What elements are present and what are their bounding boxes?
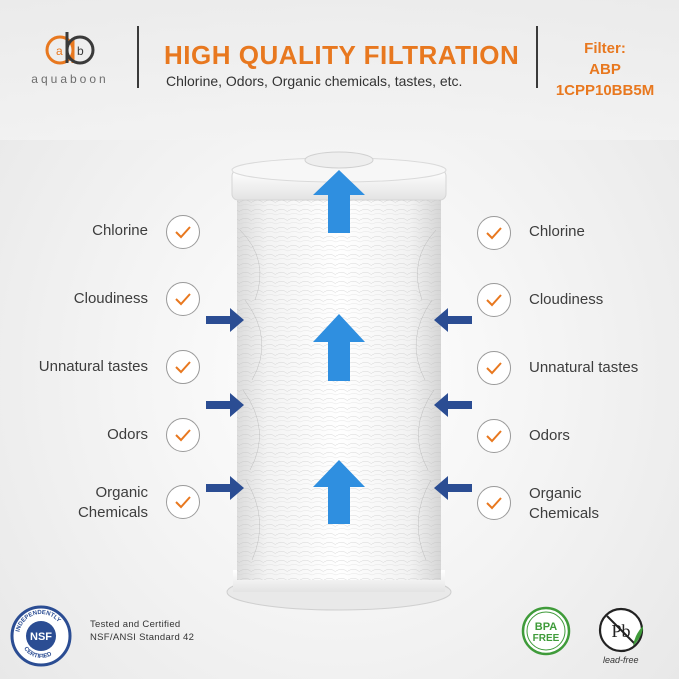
bpa-free-text: FREE (533, 633, 560, 644)
check-icon (477, 283, 511, 317)
filter-code-line2: 1CPP10BB5M (555, 82, 655, 99)
page-subtitle: Chlorine, Odors, Organic chemicals, tast… (166, 73, 463, 89)
contaminant-label-right: Organic Chemicals (529, 485, 600, 522)
contaminant-label-left: Organic Chemicals (77, 484, 148, 521)
check-icon (477, 216, 511, 250)
brand-logo: a b aquaboon (20, 30, 120, 86)
check-icon (477, 419, 511, 453)
contaminant-label-right: Chlorine (529, 223, 585, 240)
check-icon (166, 215, 200, 249)
lead-free-caption: lead-free (603, 655, 639, 665)
check-icon (477, 351, 511, 385)
contaminant-label-right: Cloudiness (529, 291, 604, 308)
contaminant-label-right: Unnatural tastes (529, 359, 639, 376)
contaminant-label-left: Chlorine (92, 222, 148, 239)
contaminant-label-right: Odors (529, 427, 570, 444)
brand-name: aquaboon (31, 72, 109, 86)
pb-symbol: Pb (611, 621, 630, 641)
contaminant-label-left: Unnatural tastes (38, 358, 148, 375)
check-icon (166, 350, 200, 384)
check-icon (166, 418, 200, 452)
certification-text: Tested and Certified NSF/ANSI Standard 4… (90, 618, 194, 644)
logo-letter-a: a (56, 44, 63, 58)
check-icon (166, 485, 200, 519)
certification-line2: NSF/ANSI Standard 42 (90, 632, 195, 643)
filter-code-line1: ABP (589, 61, 621, 78)
bpa-free-icon: BPA FREE (521, 606, 571, 656)
check-icon (166, 282, 200, 316)
filter-model: Filter: ABP 1CPP10BB5M (545, 38, 665, 101)
header-divider-left (137, 26, 139, 88)
contaminant-label-left: Odors (107, 426, 148, 443)
bpa-text: BPA (535, 621, 557, 633)
contaminant-label-left: Cloudiness (73, 290, 148, 307)
nsf-seal-center-text: NSF (30, 631, 52, 643)
background-cabinets (0, 0, 679, 140)
logo-mark: a b (40, 30, 100, 66)
lead-free-icon: Pb (598, 607, 644, 653)
certification-line1: Tested and Certified (90, 619, 181, 630)
header-divider-right (536, 26, 538, 88)
check-icon (477, 486, 511, 520)
filter-label: Filter: (584, 40, 626, 57)
logo-letter-b: b (77, 44, 84, 58)
page-title: HIGH QUALITY FILTRATION (164, 40, 520, 70)
nsf-seal-icon: INDEPENDENTLY CERTIFIED NSF (10, 605, 72, 667)
